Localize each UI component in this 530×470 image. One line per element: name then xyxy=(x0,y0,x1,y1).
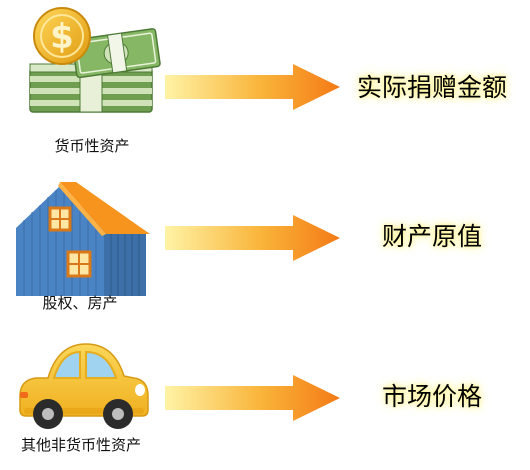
arrow-right-icon xyxy=(165,215,340,261)
row-other-nonmonetary: 其他非货币性资产 市场价格 xyxy=(0,320,530,470)
caption-equity-property: 股权、房产 xyxy=(42,294,118,312)
money-icon: $ xyxy=(29,7,161,113)
caption-other-nonmonetary: 其他非货币性资产 xyxy=(20,436,141,454)
row-monetary: $ 货币性资产 实际捐赠金额 xyxy=(0,0,530,160)
result-original-value: 财产原值 xyxy=(381,222,482,251)
house-icon xyxy=(16,182,150,296)
result-actual-donation: 实际捐赠金额 xyxy=(356,73,507,102)
result-market-price: 市场价格 xyxy=(381,382,482,411)
row-equity-property: 股权、房产 财产原值 xyxy=(0,160,530,320)
caption-monetary: 货币性资产 xyxy=(54,137,130,155)
arrow-right-icon xyxy=(165,375,340,421)
car-icon xyxy=(19,343,149,429)
arrow-right-icon xyxy=(165,64,340,110)
svg-text:$: $ xyxy=(50,17,74,57)
